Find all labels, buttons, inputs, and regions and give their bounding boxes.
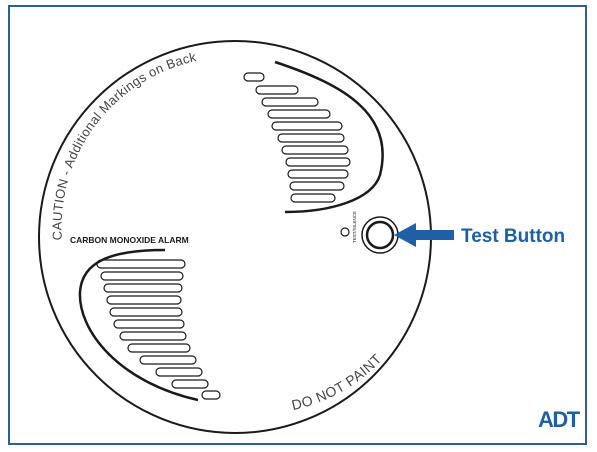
arrow-icon <box>394 223 454 247</box>
alarm-label: CARBON MONOXIDE ALARM <box>70 235 189 245</box>
indicator-led <box>340 227 350 237</box>
vent-lower <box>96 259 221 400</box>
svg-text:ADT: ADT <box>538 407 581 432</box>
vent-upper <box>243 72 351 203</box>
test-button[interactable] <box>361 216 399 254</box>
vent-upper-arc <box>274 60 384 214</box>
button-label: TEST/SILENCE <box>352 211 357 243</box>
test-button-callout: Test Button <box>461 226 565 247</box>
adt-logo: ADT <box>538 407 582 432</box>
vent-lower-arc <box>78 248 199 402</box>
